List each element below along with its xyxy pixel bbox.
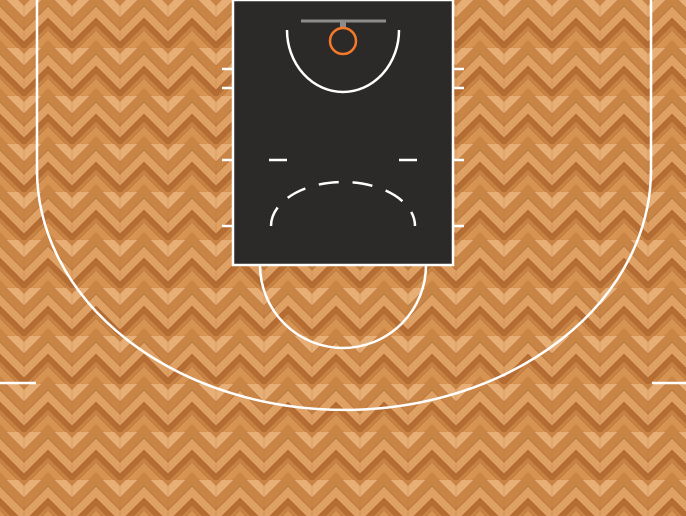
rim-connector — [340, 21, 346, 28]
paint-key — [231, 0, 455, 267]
basket-rim — [328, 26, 358, 56]
free-throw-circle-lower — [258, 264, 428, 350]
three-point-arc — [35, 169, 653, 412]
restricted-area-arc — [285, 29, 401, 94]
